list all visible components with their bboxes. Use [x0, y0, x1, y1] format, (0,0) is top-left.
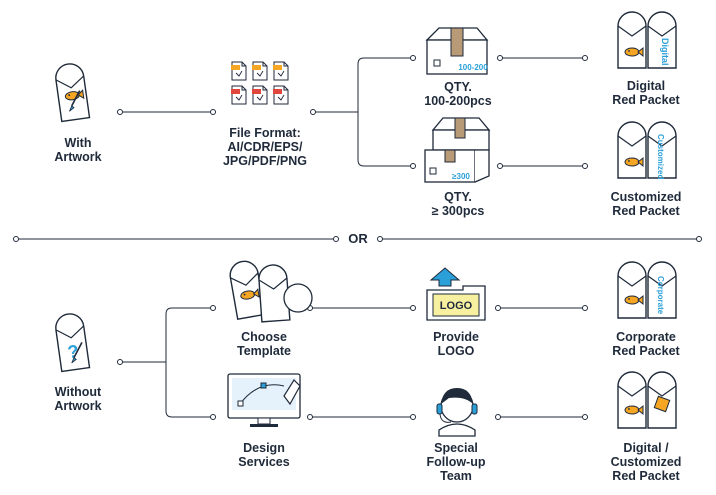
svg-text:LOGO: LOGO — [440, 300, 473, 312]
label-line: File Format: — [229, 126, 301, 140]
top-connector-dots — [117, 55, 588, 169]
red-packet-pair-icon: Digital — [617, 11, 677, 69]
red-packet-pair-icon: Customized — [617, 121, 677, 179]
digital-red-packet-label: Digital Red Packet — [598, 79, 694, 107]
digital-customized-red-packet-label: Digital / Customized Red Packet — [598, 441, 694, 483]
box-icon: 100-200 — [425, 27, 489, 75]
corporate-red-packet-label: Corporate Red Packet — [598, 330, 694, 358]
label-line: Artwork — [54, 150, 102, 164]
label-line: QTY. — [444, 80, 472, 94]
customized-red-packet-label: Customized Red Packet — [598, 190, 694, 218]
headset-agent-icon — [436, 388, 478, 437]
label-line: Follow-up — [426, 455, 486, 469]
label-line: Corporate — [616, 330, 676, 344]
choose-template-label: Choose Template — [216, 330, 312, 358]
monitor-pen-tool-icon — [227, 373, 301, 427]
label-line: LOGO — [437, 344, 475, 358]
label-line: Design — [243, 441, 285, 455]
label-line: Services — [238, 455, 290, 469]
with-artwork-label: With Artwork — [42, 136, 114, 164]
label-line: Customized — [610, 190, 682, 204]
special-follow-up-team-label: Special Follow-up Team — [408, 441, 504, 483]
file-format-icons — [231, 61, 289, 105]
label-line: Customized — [610, 455, 682, 469]
label-line: Red Packet — [612, 469, 680, 483]
qty-small-label: QTY. 100-200pcs — [410, 80, 506, 108]
qty-large-label: QTY. ≥ 300pcs — [410, 190, 506, 218]
label-line: Without — [54, 385, 102, 399]
svg-text:100-200: 100-200 — [458, 63, 488, 72]
or-separator-lines — [13, 236, 702, 242]
red-packet-question-icon: ? — [53, 311, 91, 373]
upload-logo-icon: LOGO — [426, 267, 486, 321]
red-packet-pair-icon: Corporate — [617, 261, 677, 319]
label-line: Provide — [433, 330, 479, 344]
design-services-label: Design Services — [216, 441, 312, 469]
red-packet-artwork-icon — [53, 61, 91, 123]
svg-text:≥300: ≥300 — [452, 172, 470, 181]
label-line: Team — [440, 469, 472, 483]
label-line: Special — [434, 441, 478, 455]
provide-logo-label: Provide LOGO — [408, 330, 504, 358]
label-line: Red Packet — [612, 204, 680, 218]
label-line: Choose — [241, 330, 287, 344]
bottom-connector-dots — [117, 305, 588, 420]
label-line: Red Packet — [612, 93, 680, 107]
top-connectors — [120, 57, 585, 167]
bottom-connectors — [120, 307, 585, 418]
boxes-icon: ≥300 — [424, 117, 491, 183]
without-artwork-label: Without Artwork — [36, 385, 120, 413]
svg-text:Customized: Customized — [656, 134, 665, 179]
svg-text:Digital: Digital — [660, 38, 670, 66]
label-line: ≥ 300pcs — [431, 204, 485, 218]
label-line: 100-200pcs — [424, 94, 492, 108]
label-line: Red Packet — [612, 344, 680, 358]
label-line: Artwork — [54, 399, 102, 413]
label-line: JPG/PDF/PNG — [222, 154, 308, 168]
label-line: With — [64, 136, 92, 150]
svg-text:Corporate: Corporate — [656, 276, 665, 315]
label-line: Digital — [626, 79, 666, 93]
file-format-label: File Format: AI/CDR/EPS/ JPG/PDF/PNG — [216, 126, 314, 168]
label-line: Digital / — [623, 441, 669, 455]
svg-text:?: ? — [66, 341, 80, 362]
label-line: QTY. — [444, 190, 472, 204]
label-line: AI/CDR/EPS/ — [227, 140, 303, 154]
red-packet-pair-icon — [617, 371, 677, 429]
label-line: Template — [237, 344, 291, 358]
template-packets-icon — [227, 258, 313, 323]
or-separator-label: OR — [340, 231, 376, 246]
